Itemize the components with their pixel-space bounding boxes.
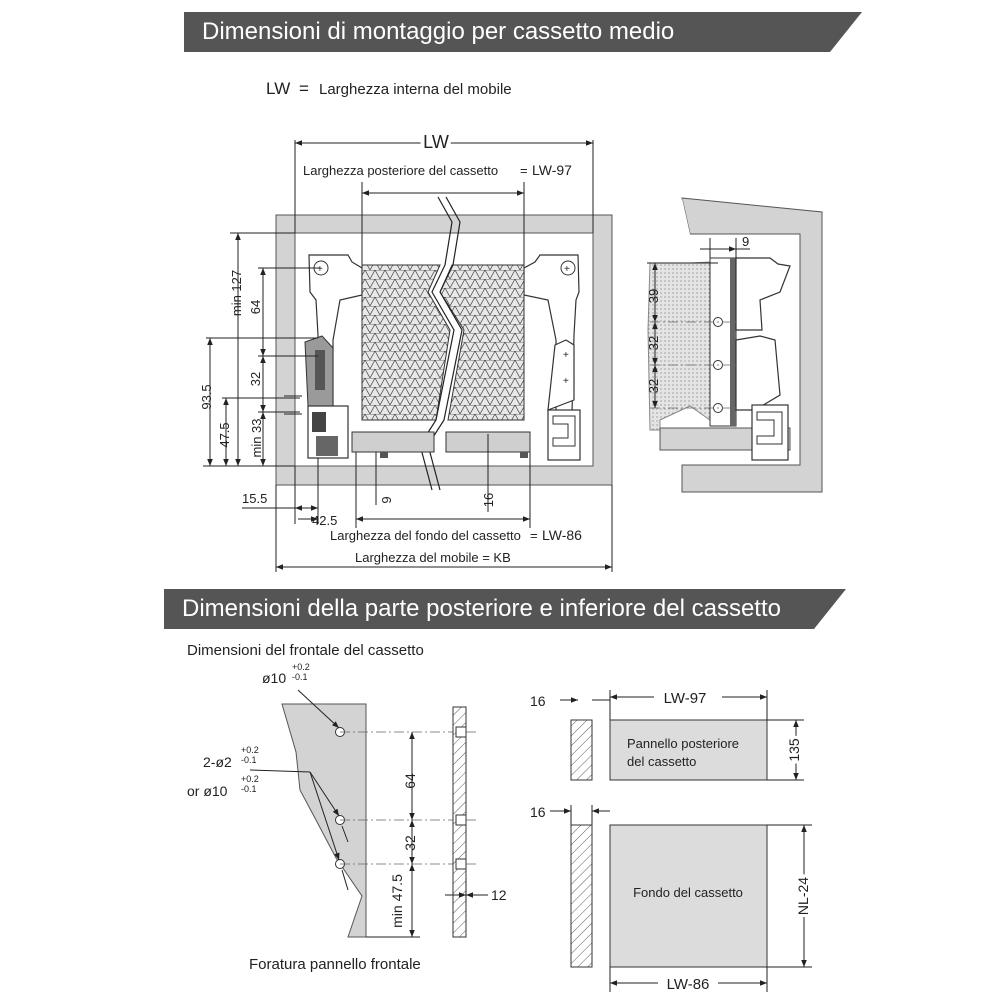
rear-width-value: LW-97 [532,162,572,178]
drill-dim-64: 64 [402,773,418,789]
cabinet-width-label: Larghezza del mobile = KB [355,550,511,565]
rear-panel-label-1: Pannello posteriore [627,736,739,751]
hole2-alt-tol-plus: +0.2 [241,774,259,784]
dim-42-5: 42.5 [312,513,337,528]
svg-text:+: + [317,264,323,275]
front-panel-shape [281,703,367,938]
side-dim-32a: 32 [646,336,661,350]
hole1-tol-plus: +0.2 [292,662,310,672]
drill-dim-min47-5: min 47.5 [389,874,405,928]
dim-15-5: 15.5 [242,491,267,506]
rear-width-label: Larghezza posteriore del cassetto [303,163,498,178]
bottom-width-value: LW-86 [542,527,582,543]
rear-panel-thickness: 16 [530,693,546,709]
dim-min127: min 127 [229,270,244,316]
lw-dim-label: LW [423,132,449,152]
side-dim-9: 9 [742,234,749,249]
dim-9-front: 9 [379,496,394,503]
svg-text:NL-24: NL-24 [795,877,811,915]
dim-93-5: 93.5 [199,384,214,409]
drawer-back-panel [361,264,451,421]
rear-width-eq: = [520,163,528,178]
side-dim-32b: 32 [646,379,661,393]
dim-16-front: 16 [481,493,496,507]
rear-panel-section [570,719,593,781]
bottom-width-label: Larghezza del fondo del cassetto [330,528,521,543]
rear-panel-face [609,719,768,781]
bottom-panel-thickness: 16 [530,804,546,820]
front-section-view: LW LW Larghezza posteriore del cassetto … [199,128,613,572]
svg-text:135: 135 [786,738,802,762]
lw-key: LW [266,79,290,98]
dim-32-front: 32 [248,372,263,386]
svg-text:+: + [563,350,569,361]
side-cabinet-frame [681,197,823,493]
bottom-panel-width: LW-86 [667,976,710,993]
svg-text:LW: LW [423,132,449,152]
front-panel-drilling: Dimensioni del frontale del cassetto ø10… [187,642,507,973]
hole2-tol-plus: +0.2 [241,745,259,755]
bottom-panel-section [570,824,593,968]
section-title-mounting: Dimensioni di montaggio per cassetto med… [184,12,862,52]
front-panel-caption-top: Dimensioni del frontale del cassetto [187,642,424,659]
hole2-alt-tol-minus: -0.1 [241,784,257,794]
dim-47-5: 47.5 [217,422,232,447]
rear-panel-drawing: 16 LW-97 Pannello posteriore del cassett… [530,690,805,781]
rear-panel-label-2: del cassetto [627,754,696,769]
hole1-diameter: ø10 [262,670,286,686]
lw-description: Larghezza interna del mobile [319,81,512,98]
bottom-panel-face [609,824,768,968]
side-section-view: 9 39 32 32 [646,197,823,493]
rear-panel-width: LW-97 [664,690,707,707]
bottom-panel-drawing: 16 Fondo del cassetto NL-24 NL-24 LW-86 [530,804,814,993]
dim-64-front: 64 [248,300,263,314]
side-dim-39: 39 [646,289,661,303]
drill-dim-32: 32 [402,835,418,851]
bottom-panel-depth: NL-24 [795,877,811,915]
bottom-width-eq: = [530,528,538,543]
hole2-diameter: 2-ø2 [203,754,232,770]
svg-text:+: + [564,264,570,275]
hole2-alt-diameter: or ø10 [187,783,228,799]
front-panel-caption-bottom: Foratura pannello frontale [249,956,421,973]
svg-text:+: + [563,376,569,387]
lw-equals: = [299,79,309,98]
hole2-tol-minus: -0.1 [241,755,257,765]
rear-panel-height: 135 [786,738,802,762]
drill-dim-12: 12 [491,887,507,903]
dim-min33: min 33 [249,418,264,457]
section-title-rear-bottom: Dimensioni della parte posteriore e infe… [164,589,846,629]
hole1-tol-minus: -0.1 [292,672,308,682]
bottom-panel-label: Fondo del cassetto [633,885,743,900]
